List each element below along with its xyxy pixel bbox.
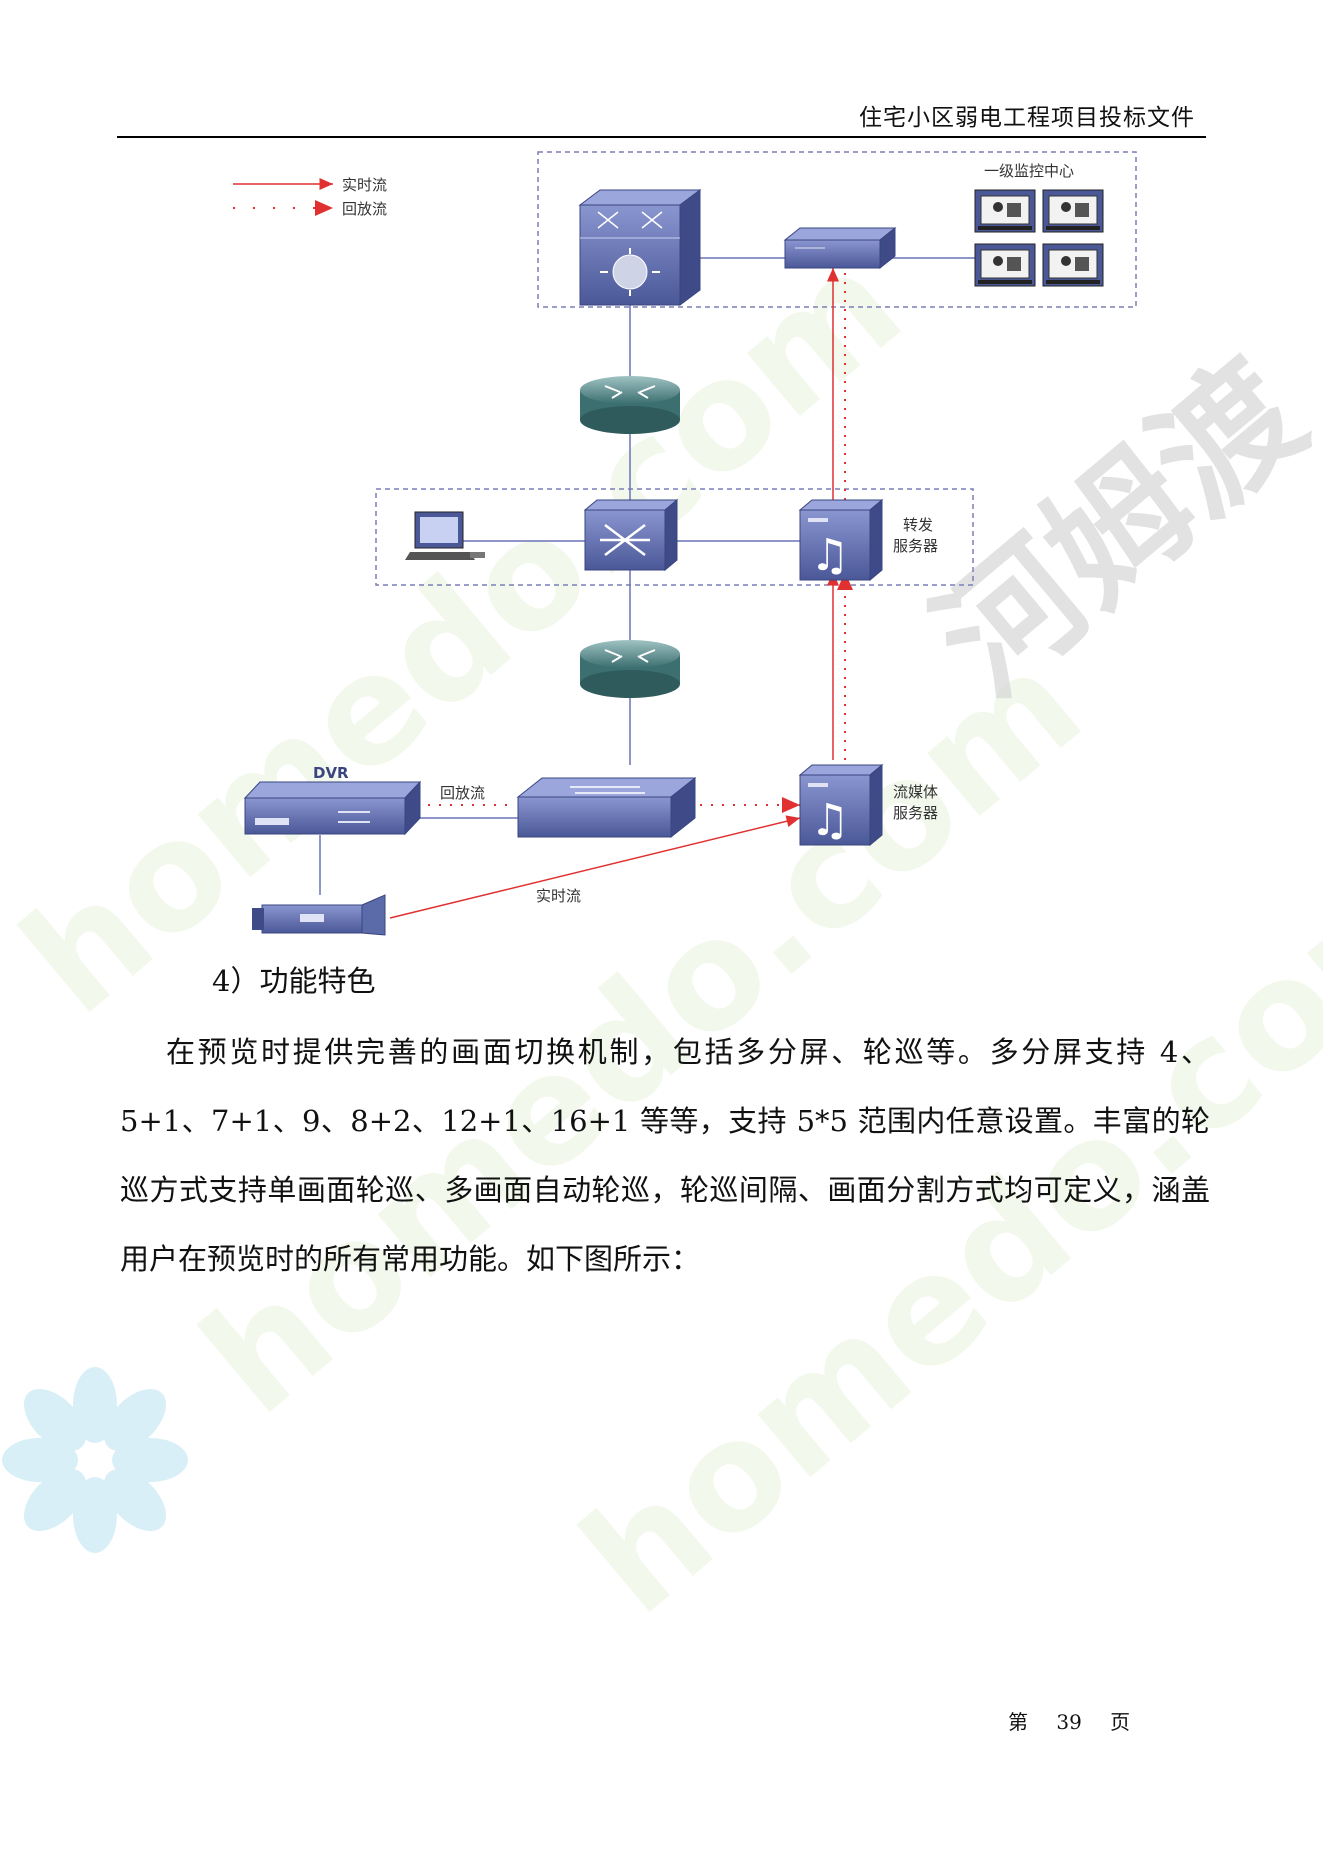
section-heading: 4）功能特色 <box>212 964 376 998</box>
legend-playback-label: 回放流 <box>342 200 387 218</box>
dvr-label: DVR <box>313 764 349 782</box>
header-rule <box>117 136 1206 138</box>
playback-edge-label: 回放流 <box>440 784 485 802</box>
svg-text:♫: ♫ <box>810 795 849 846</box>
monitor-center-box <box>537 151 1137 308</box>
legend-realtime-label: 实时流 <box>342 176 387 194</box>
router-icon <box>580 376 680 434</box>
stream-server-label-line1: 流媒体 <box>893 783 938 801</box>
forward-server-label-line1: 转发 <box>903 516 933 534</box>
svg-text:♫: ♫ <box>810 530 849 581</box>
monitor-center-label: 一级监控中心 <box>984 162 1074 180</box>
forwarding-zone-box <box>375 488 974 586</box>
layer3-switch-icon <box>583 498 679 572</box>
legend: 实时流 回放流 <box>233 176 387 218</box>
forwarding-server-icon: ♫ <box>798 498 884 582</box>
stream-server-label-line2: 服务器 <box>893 804 938 822</box>
page-number: 39 <box>1056 1710 1082 1734</box>
camera-icon <box>252 894 386 936</box>
core-switch-icon <box>578 189 702 306</box>
dvr-icon <box>243 780 422 836</box>
network-diagram: 实时流 回放流 一级监控中心 <box>233 151 1137 936</box>
body-paragraph: 在预览时提供完善的画面切换机制，包括多分屏、轮巡等。多分屏支持 4、5+1、7+… <box>120 1035 1210 1276</box>
monitor-wall-icon <box>974 189 1104 287</box>
flow-lines <box>389 268 853 919</box>
streaming-server-icon: ♫ <box>798 763 884 847</box>
header-title: 住宅小区弱电工程项目投标文件 <box>859 105 1195 131</box>
page-footer: 第 39 页 <box>1008 1706 1130 1735</box>
forward-server-label-line2: 服务器 <box>893 537 938 555</box>
realtime-edge-label: 实时流 <box>536 887 581 905</box>
decoder-device-icon <box>783 226 897 270</box>
router-icon <box>580 640 680 698</box>
footer-suffix: 页 <box>1110 1710 1131 1734</box>
access-switch-icon <box>516 776 697 839</box>
footer-prefix: 第 <box>1008 1710 1028 1734</box>
workstation-icon <box>405 511 485 560</box>
